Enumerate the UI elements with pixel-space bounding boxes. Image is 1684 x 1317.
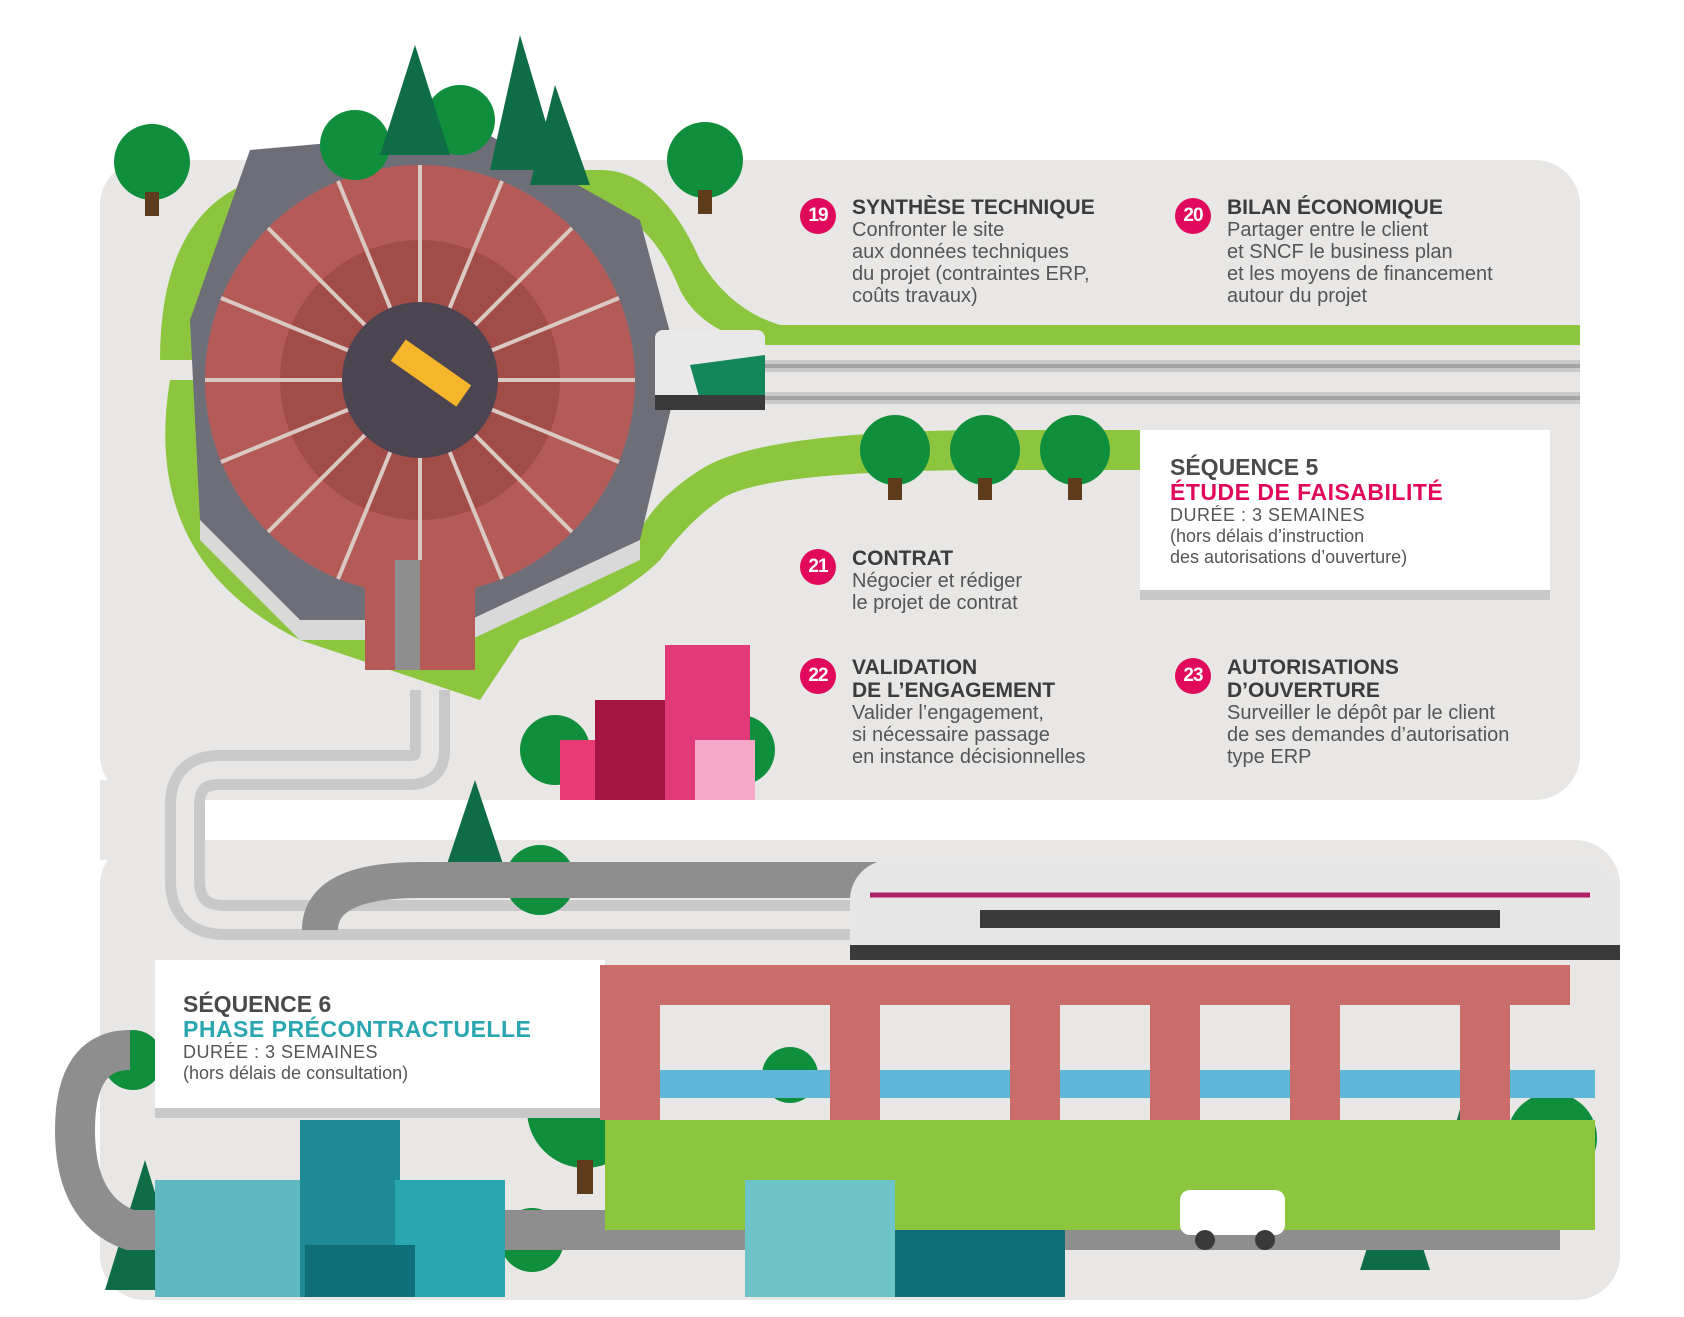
sequence-note: (hors délais d’instruction des autorisat… [1170, 526, 1408, 567]
viaduct [600, 965, 1570, 1120]
step-21: 21 CONTRAT Négocier et rédiger le projet… [800, 547, 1130, 614]
loop-track [302, 862, 1550, 932]
sequence-note: (hors délais de consultation) [183, 1063, 409, 1083]
step-23: 23 AUTORISATIONS D’OUVERTURE Surveiller … [1175, 656, 1565, 768]
green-train [655, 330, 765, 410]
step-title: SYNTHÈSE TECHNIQUE [852, 196, 1095, 219]
step-22: 22 VALIDATION DE L’ENGAGEMENT Valider l’… [800, 656, 1130, 768]
sequence-subtitle: ÉTUDE DE FAISABILITÉ [1170, 479, 1444, 505]
step-title: AUTORISATIONS D’OUVERTURE [1227, 656, 1399, 702]
step-number-badge: 21 [800, 549, 836, 585]
pink-buildings [560, 645, 755, 800]
step-number-badge: 20 [1175, 198, 1211, 234]
sequence-5-label: SÉQUENCE 5 ÉTUDE DE FAISABILITÉ DURÉE : … [1170, 455, 1443, 568]
sequence-title: SÉQUENCE 6 [183, 991, 332, 1017]
step-title: BILAN ÉCONOMIQUE [1227, 196, 1443, 219]
step-description: Confronter le site aux données technique… [852, 219, 1090, 307]
teal-buildings [155, 1120, 1065, 1297]
white-car [1180, 1190, 1285, 1250]
roundhouse [190, 130, 680, 670]
step-description: Valider l’engagement, si nécessaire pass… [852, 702, 1086, 768]
step-title: CONTRAT [852, 547, 954, 570]
step-title: VALIDATION DE L’ENGAGEMENT [852, 656, 1056, 702]
step-description: Surveiller le dépôt par le client de ses… [1227, 702, 1510, 768]
river [605, 1070, 1595, 1098]
sequence-duration: DURÉE : 3 SEMAINES [183, 1042, 379, 1062]
step-number-badge: 22 [800, 658, 836, 694]
high-speed-train [850, 860, 1620, 960]
step-description: Partager entre le client et SNCF le busi… [1227, 219, 1493, 307]
step-description: Négocier et rédiger le projet de contrat [852, 570, 1023, 614]
sequence-6-label: SÉQUENCE 6 PHASE PRÉCONTRACTUELLE DURÉE … [183, 992, 531, 1084]
step-number-badge: 19 [800, 198, 836, 234]
sequence-duration: DURÉE : 3 SEMAINES [1170, 505, 1366, 525]
step-number-badge: 23 [1175, 658, 1211, 694]
sequence-subtitle: PHASE PRÉCONTRACTUELLE [183, 1016, 532, 1042]
top-track [660, 360, 1580, 404]
step-19: 19 SYNTHÈSE TECHNIQUE Confronter le site… [800, 196, 1130, 307]
sequence-title: SÉQUENCE 5 [1170, 454, 1319, 480]
step-20: 20 BILAN ÉCONOMIQUE Partager entre le cl… [1175, 196, 1555, 307]
